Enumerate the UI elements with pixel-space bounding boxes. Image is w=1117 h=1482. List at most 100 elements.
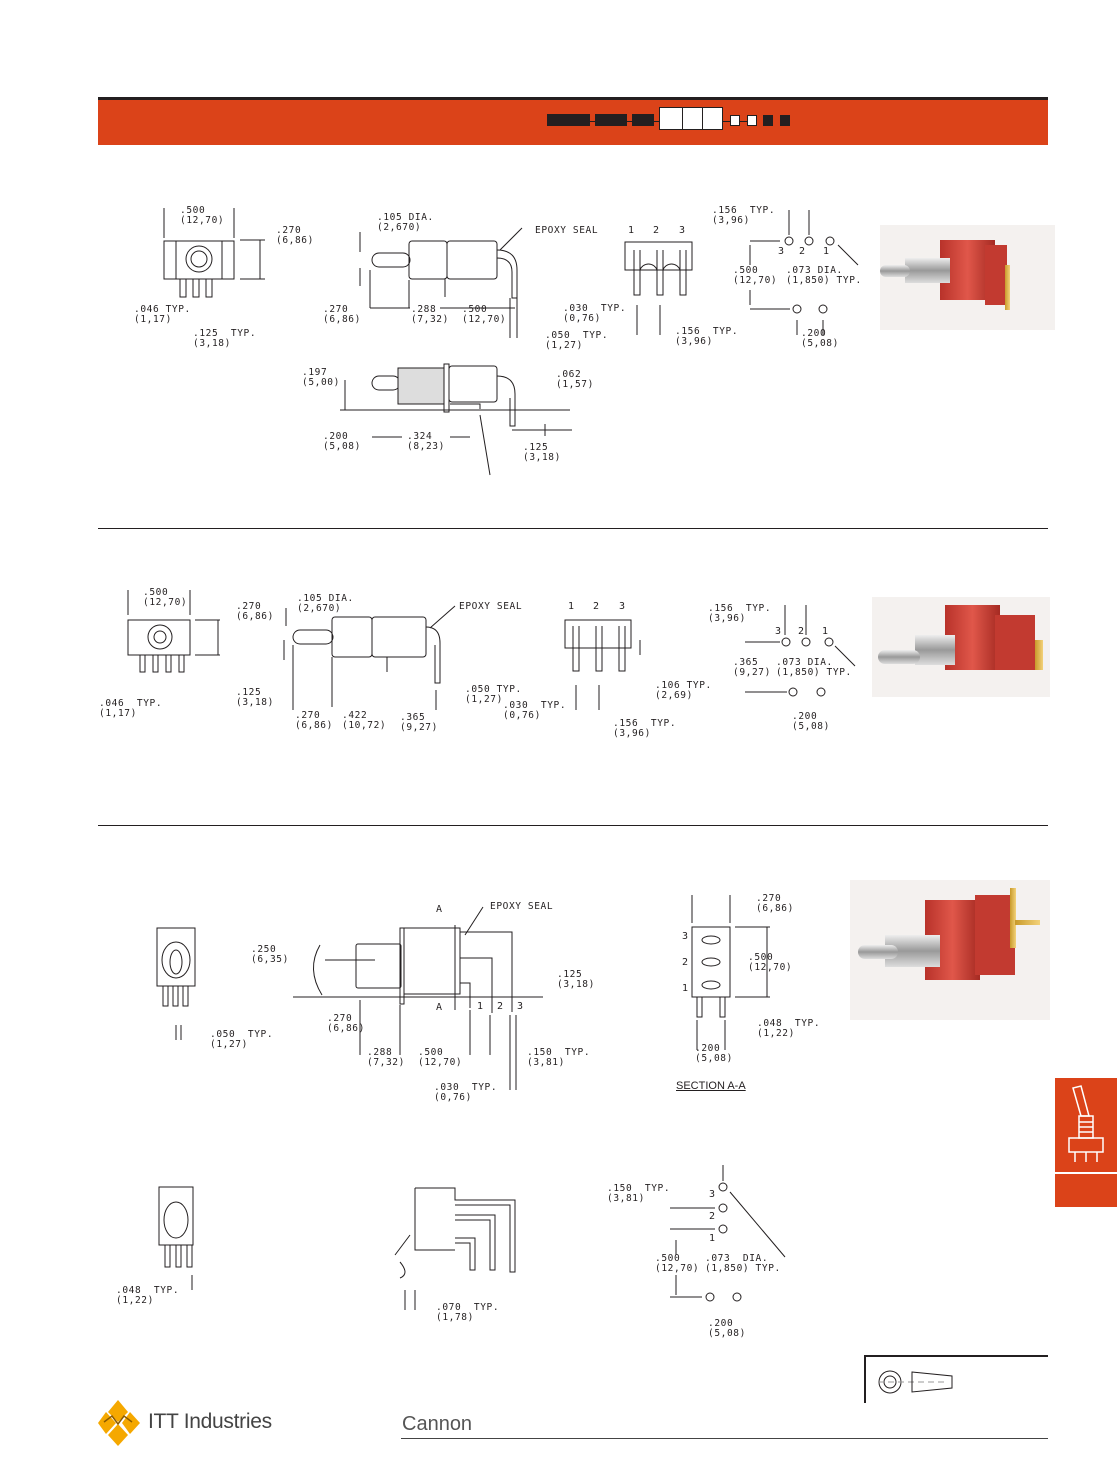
dimension-label: .365 (9,27) bbox=[400, 712, 438, 733]
hole-number: 2 bbox=[798, 626, 805, 637]
dimension-label: .288 (7,32) bbox=[411, 304, 449, 325]
dimension-label: .062 (1,57) bbox=[556, 369, 594, 390]
pin-number: 3 bbox=[517, 1001, 524, 1012]
dimension-label: .500 (12,70) bbox=[655, 1253, 700, 1274]
toggle-switch-icon bbox=[1068, 1085, 1104, 1162]
pin-number: 3 bbox=[679, 225, 686, 236]
s2-product-photo bbox=[872, 597, 1050, 697]
section-divider bbox=[98, 825, 1048, 826]
dimension-label: .046 TYP. (1,17) bbox=[134, 304, 191, 325]
dimension-label: .500 (12,70) bbox=[462, 304, 507, 325]
s2-pin-view bbox=[564, 619, 641, 710]
dimension-label: .105 DIA. (2,670) bbox=[377, 212, 434, 233]
dimension-label: .365 (9,27) bbox=[733, 657, 771, 678]
projection-symbol-box bbox=[864, 1355, 1048, 1403]
s1-hole-pattern bbox=[749, 210, 859, 335]
row-number: 3 bbox=[682, 931, 689, 942]
dimension-label: .125 (3,18) bbox=[236, 687, 274, 708]
dimension-label: .156 TYP. (3,96) bbox=[613, 718, 677, 739]
dimension-label: .125 (3,18) bbox=[523, 442, 561, 463]
epoxy-seal-callout: EPOXY SEAL bbox=[490, 901, 554, 912]
dimension-label: .270 (6,86) bbox=[756, 893, 794, 914]
dimension-label: .030 TYP. (0,76) bbox=[503, 700, 567, 721]
footer-rule bbox=[401, 1438, 1048, 1439]
s3-front-view bbox=[156, 927, 196, 1040]
third-angle-projection-icon bbox=[878, 1370, 953, 1394]
dimension-label: .250 (6,35) bbox=[251, 944, 289, 965]
row-number: 2 bbox=[682, 957, 689, 968]
dimension-label: .105 DIA. (2,670) bbox=[297, 593, 354, 614]
dimension-label: .030 TYP. (0,76) bbox=[434, 1082, 498, 1103]
dimension-label: .046 TYP. (1,17) bbox=[99, 698, 163, 719]
dimension-label: .073 DIA. (1,850) TYP. bbox=[705, 1253, 781, 1274]
pin-number: 2 bbox=[593, 601, 600, 612]
section-marker: A bbox=[436, 904, 443, 915]
dimension-label: .073 DIA. (1,850) TYP. bbox=[776, 657, 852, 678]
hole-number: 3 bbox=[775, 626, 782, 637]
dimension-label: .125 (3,18) bbox=[557, 969, 595, 990]
hole-number: 2 bbox=[709, 1211, 716, 1222]
hole-number: 1 bbox=[709, 1233, 716, 1244]
dimension-label: .500 (12,70) bbox=[733, 265, 778, 286]
hole-number: 3 bbox=[709, 1189, 716, 1200]
dimension-label: .050 TYP. (1,27) bbox=[210, 1029, 274, 1050]
dimension-label: .073 DIA. (1,850) TYP. bbox=[786, 265, 862, 286]
dimension-label: .324 (8,23) bbox=[407, 431, 445, 452]
s3-section-aa bbox=[691, 895, 770, 1050]
s1-front-view bbox=[163, 208, 265, 298]
dimension-label: .106 TYP. (2,69) bbox=[655, 680, 712, 701]
dimension-label: .125 TYP. (3,18) bbox=[193, 328, 257, 349]
s3-side-view bbox=[293, 906, 543, 1090]
dimension-label: .050 TYP. (1,27) bbox=[545, 330, 609, 351]
division-name: Cannon bbox=[402, 1413, 473, 1435]
s1-product-photo bbox=[880, 225, 1055, 330]
hole-number: 3 bbox=[778, 246, 785, 257]
dimension-label: .270 (6,86) bbox=[327, 1013, 365, 1034]
hole-number: 2 bbox=[799, 246, 806, 257]
dimension-label: .200 (5,08) bbox=[695, 1043, 733, 1064]
section-aa-title: SECTION A-A bbox=[676, 1080, 746, 1092]
s2-hole-pattern bbox=[745, 605, 856, 697]
part-number-code-diagram bbox=[547, 107, 797, 133]
dimension-label: .200 (5,08) bbox=[323, 431, 361, 452]
dimension-label: .288 (7,32) bbox=[367, 1047, 405, 1068]
dimension-label: .500 (12,70) bbox=[180, 205, 225, 226]
dimension-label: .156 TYP. (3,96) bbox=[712, 205, 776, 226]
s2-side-view bbox=[283, 605, 456, 710]
section-divider bbox=[98, 528, 1048, 529]
section-header-bar bbox=[98, 97, 1048, 145]
s3-product-photo bbox=[850, 880, 1050, 1020]
brand-name: ITT Industries bbox=[148, 1410, 272, 1433]
toggle-switch-category-tab bbox=[1055, 1078, 1117, 1207]
dimension-label: .197 (5,00) bbox=[302, 367, 340, 388]
dimension-label: .422 (10,72) bbox=[342, 710, 387, 731]
dimension-label: .500 (12,70) bbox=[748, 952, 793, 973]
s1-pin-view bbox=[624, 241, 693, 335]
hole-number: 1 bbox=[823, 246, 830, 257]
s3-hole-pattern-alt bbox=[670, 1165, 786, 1302]
dimension-label: .270 (6,86) bbox=[276, 225, 314, 246]
epoxy-seal-callout: EPOXY SEAL bbox=[459, 601, 523, 612]
dimension-label: .200 (5,08) bbox=[792, 711, 830, 732]
dimension-label: .150 TYP. (3,81) bbox=[607, 1183, 671, 1204]
dimension-label: .270 (6,86) bbox=[295, 710, 333, 731]
dimension-label: .270 (6,86) bbox=[236, 601, 274, 622]
epoxy-seal-callout: EPOXY SEAL bbox=[535, 225, 599, 236]
s3-front-view-alt bbox=[158, 1186, 194, 1290]
dimension-label: .030 TYP. (0,76) bbox=[563, 303, 627, 324]
pin-number: 3 bbox=[619, 601, 626, 612]
s3-side-view-alt bbox=[394, 1187, 516, 1310]
section-marker: A bbox=[436, 1002, 443, 1013]
tab-divider bbox=[1055, 1172, 1117, 1174]
dimension-label: .150 TYP. (3,81) bbox=[527, 1047, 591, 1068]
hole-number: 1 bbox=[822, 626, 829, 637]
s1-side-view bbox=[359, 227, 523, 338]
dimension-label: .070 TYP. (1,78) bbox=[436, 1302, 500, 1323]
dimension-label: .156 TYP. (3,96) bbox=[675, 326, 739, 347]
pin-number: 2 bbox=[653, 225, 660, 236]
dimension-label: .048 TYP. (1,22) bbox=[116, 1285, 180, 1306]
dimension-label: .500 (12,70) bbox=[418, 1047, 463, 1068]
dimension-label: .048 TYP. (1,22) bbox=[757, 1018, 821, 1039]
dimension-label: .156 TYP. (3,96) bbox=[708, 603, 772, 624]
